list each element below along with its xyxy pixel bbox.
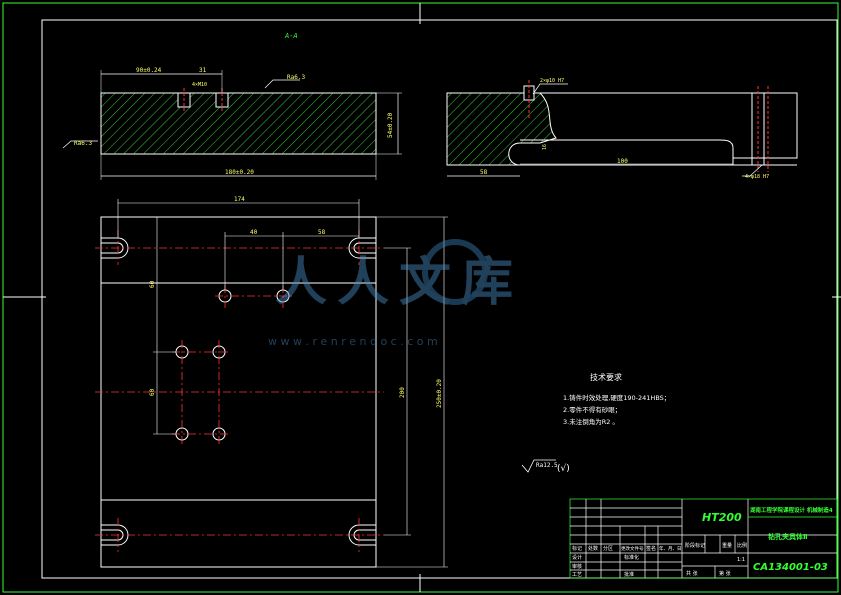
watermark-text: 人人文库: [275, 253, 523, 313]
tech-title: 技术要求: [590, 372, 622, 382]
dim-right-hole: 2×φ10 H7: [540, 78, 564, 84]
inner-frame: [41, 19, 838, 579]
dim-right-bottom: 4×φ18 H7: [745, 174, 769, 180]
dim-right-small: 16: [542, 144, 548, 150]
tech-line-3: 3.未注倒角为R2 。: [563, 417, 619, 426]
dim-plan-40: 40: [250, 229, 258, 236]
tb-std: 标准化: [624, 554, 639, 561]
tb-stage: 阶段标记: [685, 542, 705, 549]
rough-general-paren: (√): [557, 463, 570, 474]
watermark: 人人文库 w w w . r e n r e n d o c . c o m: [268, 239, 523, 348]
tb-label-mark: 标记: [572, 545, 582, 552]
tb-scale-val: 1:1: [737, 557, 745, 563]
watermark-url: w w w . r e n r e n d o c . c o m: [268, 335, 438, 348]
tb-scale: 比例: [737, 542, 747, 549]
dim-plan-200: 200: [399, 387, 406, 398]
dim-hole-note: 4×M10: [192, 82, 207, 88]
dim-top-mid: 31: [199, 67, 207, 74]
tech-line-2: 2.零件不得有砂眼；: [563, 405, 621, 414]
tb-label-sign: 签名: [646, 545, 656, 552]
tb-label-date: 年、月、日: [659, 545, 682, 552]
rough-general: Ra12.5: [536, 462, 558, 469]
tb-weight: 重量: [722, 542, 732, 549]
dim-top-left: 90±0.24: [136, 67, 162, 74]
rough-top: Ra6.3: [287, 74, 305, 81]
tb-part-name: 钻孔夹具体Ⅱ: [768, 532, 808, 541]
tb-approve: 批准: [624, 571, 634, 578]
tb-label-zone: 分区: [603, 545, 613, 552]
dim-plan-v2: 60: [149, 388, 156, 396]
dim-plan-overall: 250±0.20: [436, 379, 443, 408]
tb-label-docno: 更改文件号: [621, 545, 644, 552]
title-block: [569, 498, 838, 579]
rough-general-symbol: [521, 459, 556, 473]
rough-left: Ra6.3: [74, 140, 92, 147]
dim-right-cut: 58: [480, 169, 488, 176]
section-label: A-A: [284, 32, 298, 40]
dim-width: 180±0.20: [225, 169, 254, 176]
tb-material: HT200: [702, 511, 742, 524]
dim-right-len: 100: [617, 158, 628, 165]
tb-process: 工艺: [572, 572, 582, 578]
tb-design: 设计: [572, 554, 582, 561]
tb-school: 湖南工程学院课程设计 机械制造4: [750, 506, 833, 514]
section-view-right: [446, 80, 798, 177]
tb-sheet-no: 第 张: [719, 570, 731, 577]
dim-plan-top: 174: [234, 196, 245, 203]
tb-sheets-total: 共 张: [686, 570, 698, 577]
section-view-left: [62, 70, 402, 180]
dim-height: 54±0.20: [387, 112, 394, 138]
dim-plan-58: 58: [318, 229, 326, 236]
tb-label-count: 处数: [588, 545, 598, 552]
plan-view: [95, 199, 448, 568]
tech-line-1: 1.铸件时效处理,硬度190-241HBS；: [563, 393, 670, 402]
tb-review: 审核: [572, 563, 582, 570]
dim-plan-v1: 60: [149, 280, 156, 288]
tb-drawing-no: CA134001-03: [753, 562, 828, 573]
